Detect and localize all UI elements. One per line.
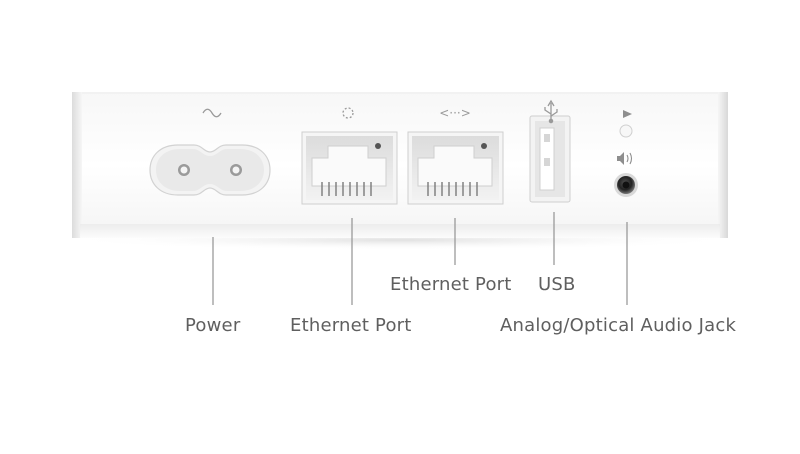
power-port bbox=[149, 144, 271, 196]
audio-jack-label: Analog/Optical Audio Jack bbox=[500, 315, 737, 336]
status-light-icon bbox=[623, 110, 632, 118]
speaker-icon bbox=[617, 152, 633, 165]
usb-label: USB bbox=[538, 274, 576, 295]
status-light bbox=[619, 124, 633, 138]
lan-icon bbox=[342, 107, 354, 119]
ethernet-port-label-1: Ethernet Port bbox=[290, 315, 412, 336]
usb-port bbox=[529, 115, 571, 203]
ethernet-port-1 bbox=[301, 131, 398, 205]
svg-text:<···>: <···> bbox=[439, 106, 471, 120]
ethernet-port-label-2: Ethernet Port bbox=[390, 274, 512, 295]
audio-jack bbox=[614, 173, 638, 197]
power-label: Power bbox=[185, 315, 241, 336]
wan-icon: <···> bbox=[439, 106, 471, 120]
ethernet-port-2 bbox=[407, 131, 504, 205]
callout-lines bbox=[212, 212, 628, 305]
ac-power-icon bbox=[202, 108, 222, 118]
usb-icon bbox=[544, 99, 558, 124]
